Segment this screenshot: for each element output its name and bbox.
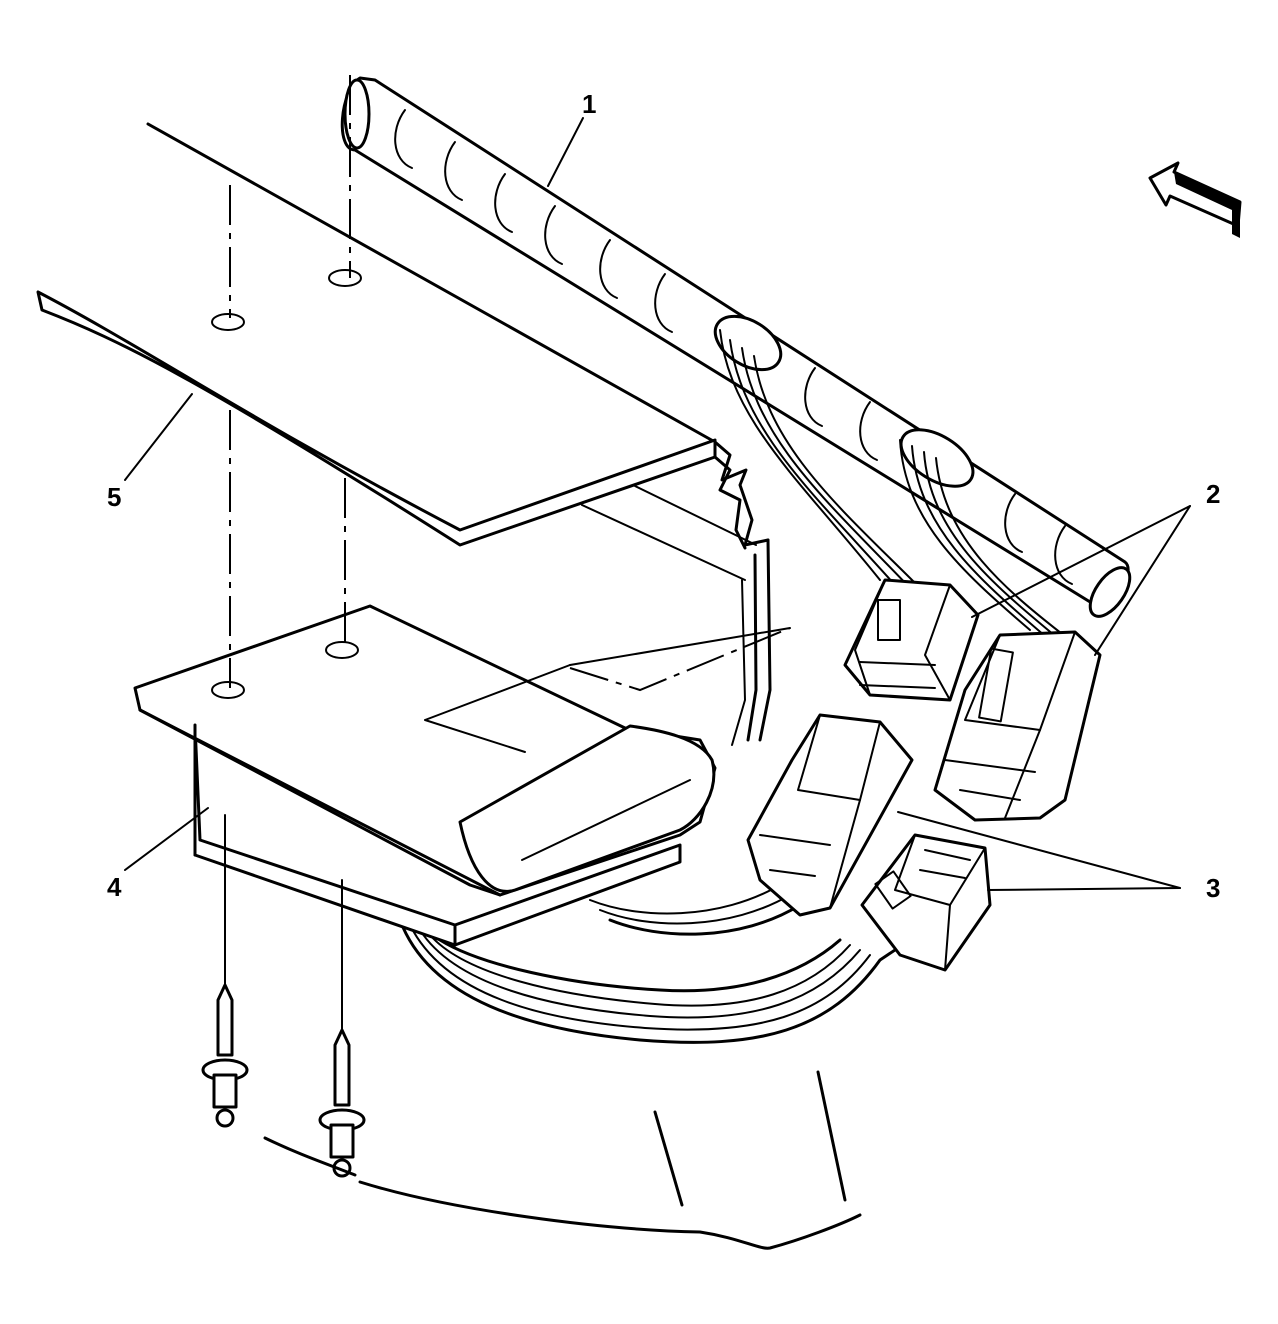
callout-1: 1: [582, 89, 596, 119]
fastener-centerlines: [224, 75, 791, 1036]
control-module: [133, 604, 791, 947]
connector-lower-left: [746, 713, 914, 917]
callout-4: 4: [107, 872, 122, 902]
connector-upper-right: [933, 630, 1102, 822]
view-direction-arrow-icon: [1148, 161, 1242, 238]
callout-2: 2: [1206, 479, 1220, 509]
callout-5: 5: [107, 482, 121, 512]
connector-upper-left: [843, 578, 980, 702]
connector-lower-right: [860, 833, 992, 972]
leader-lines: [124, 117, 1191, 891]
wiring-harness-conduit: [340, 76, 1132, 618]
body-outline: [263, 1070, 862, 1250]
push-pin-left: [201, 983, 249, 1128]
push-pin-right: [318, 1028, 366, 1178]
trim-panel: [36, 122, 772, 746]
harness-wires: [398, 329, 1076, 1044]
callout-3: 3: [1206, 873, 1220, 903]
